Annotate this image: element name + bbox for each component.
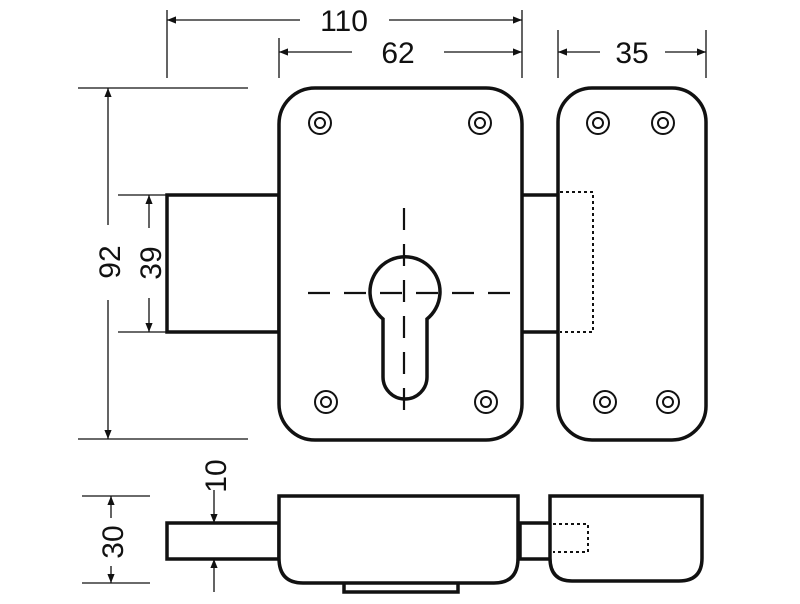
dimension-label-62: 62 — [381, 37, 414, 70]
screw-icon — [314, 390, 338, 414]
screw-icon — [651, 111, 675, 135]
screw-icon — [656, 390, 680, 414]
dimension-label-92: 92 — [94, 245, 127, 278]
keyhole-icon — [368, 255, 442, 401]
dimension-bolt-thickness: 10 — [198, 459, 246, 592]
keeper-body — [556, 86, 708, 442]
side-case — [277, 494, 520, 585]
dimension-label-35: 35 — [615, 37, 648, 70]
screw-icon — [474, 390, 498, 414]
dimension-overall-width: 110 — [166, 5, 523, 78]
screw-icon — [308, 111, 332, 135]
side-bolt-left — [165, 521, 281, 561]
dimension-label-30: 30 — [97, 525, 130, 558]
screw-icon — [593, 390, 617, 414]
dimension-bolt-height: 39 — [118, 194, 168, 333]
bolt-left — [165, 193, 281, 334]
front-view — [165, 86, 708, 442]
side-view — [165, 494, 704, 594]
dimension-label-110: 110 — [320, 5, 368, 38]
dimension-label-39: 39 — [135, 246, 168, 279]
lock-case — [277, 86, 524, 442]
keeper-receptacle — [560, 191, 594, 333]
dimension-depth: 30 — [82, 495, 150, 584]
screw-icon — [468, 111, 492, 135]
dimension-keeper-width: 35 — [557, 30, 707, 78]
side-keeper — [548, 494, 704, 583]
dimension-case-width: 62 — [278, 37, 522, 78]
dimension-height: 92 — [78, 87, 248, 440]
side-keeper-receptacle — [553, 523, 589, 553]
side-bolt-right — [518, 521, 554, 561]
dimension-label-10: 10 — [200, 459, 233, 492]
screw-icon — [586, 111, 610, 135]
bolt-right — [518, 193, 562, 334]
